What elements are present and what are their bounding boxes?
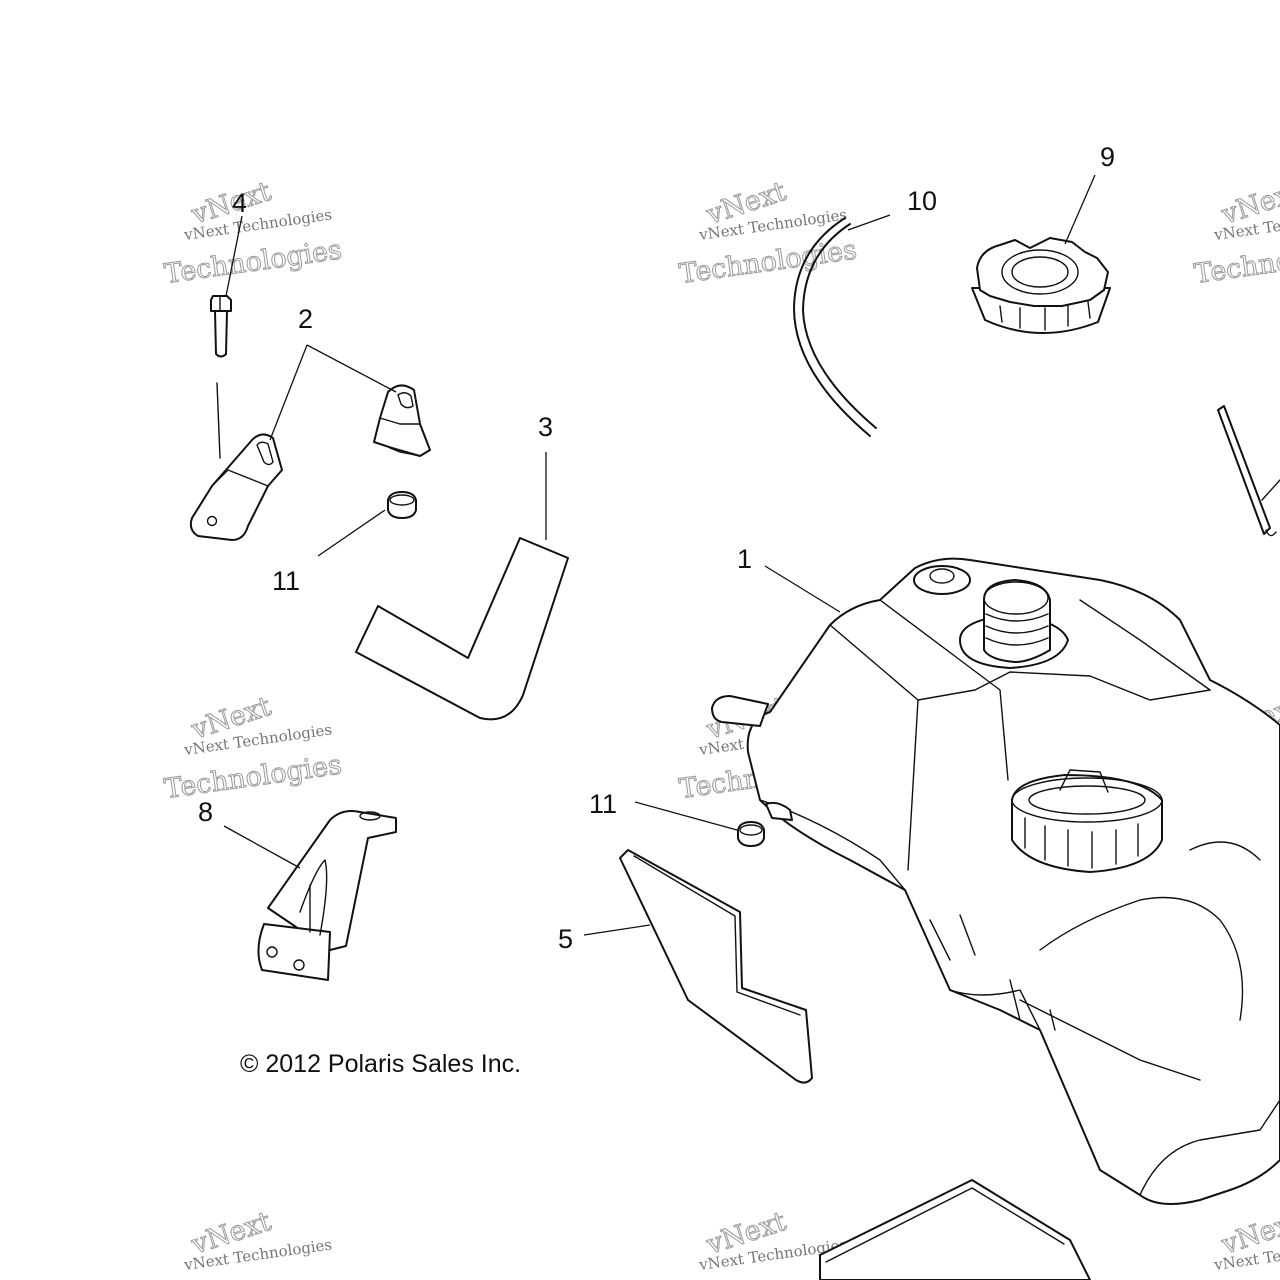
part-11-grommet-right: [737, 821, 765, 847]
watermark: vNext Technologies vNext Technologies: [162, 691, 344, 806]
callout-10: 10: [907, 186, 937, 216]
part-2-bracket-right: [373, 384, 431, 457]
part-bottom-pad: [819, 1179, 1091, 1280]
watermark: vNext Technologies vNext: [1212, 1206, 1280, 1275]
part-11-grommet-left: [387, 491, 417, 519]
callout-3: 3: [538, 412, 553, 442]
callout-8: 8: [198, 797, 213, 827]
leader-lines: [223, 174, 1096, 936]
callout-9: 9: [1100, 142, 1115, 172]
part-5-pad: [619, 849, 813, 1084]
part-2-bracket-left: [189, 433, 283, 541]
watermark: vNext Technologies vNext: [182, 1206, 333, 1275]
part-4-bolt: [210, 295, 232, 459]
part-edge-rod: [1217, 405, 1280, 537]
callout-11-right: 11: [589, 789, 617, 819]
part-8-bracket: [257, 810, 397, 981]
callout-1: 1: [737, 544, 752, 574]
copyright-notice: © 2012 Polaris Sales Inc.: [240, 1050, 521, 1078]
watermark: vNext Technologies vNext Technologies: [1192, 176, 1280, 291]
callout-11-left: 11: [272, 566, 300, 596]
part-3-pad: [355, 537, 569, 721]
callout-2: 2: [298, 304, 313, 334]
callout-4: 4: [232, 188, 247, 218]
callout-5: 5: [558, 924, 573, 954]
part-1-fuel-tank: [711, 557, 1280, 1205]
part-9-fuel-cap: [971, 237, 1111, 334]
watermark: vNext Technologies vNext Technologies: [162, 176, 344, 291]
svg-text:Technologies: Technologies: [1192, 234, 1280, 290]
part-10-hose: [793, 217, 877, 437]
